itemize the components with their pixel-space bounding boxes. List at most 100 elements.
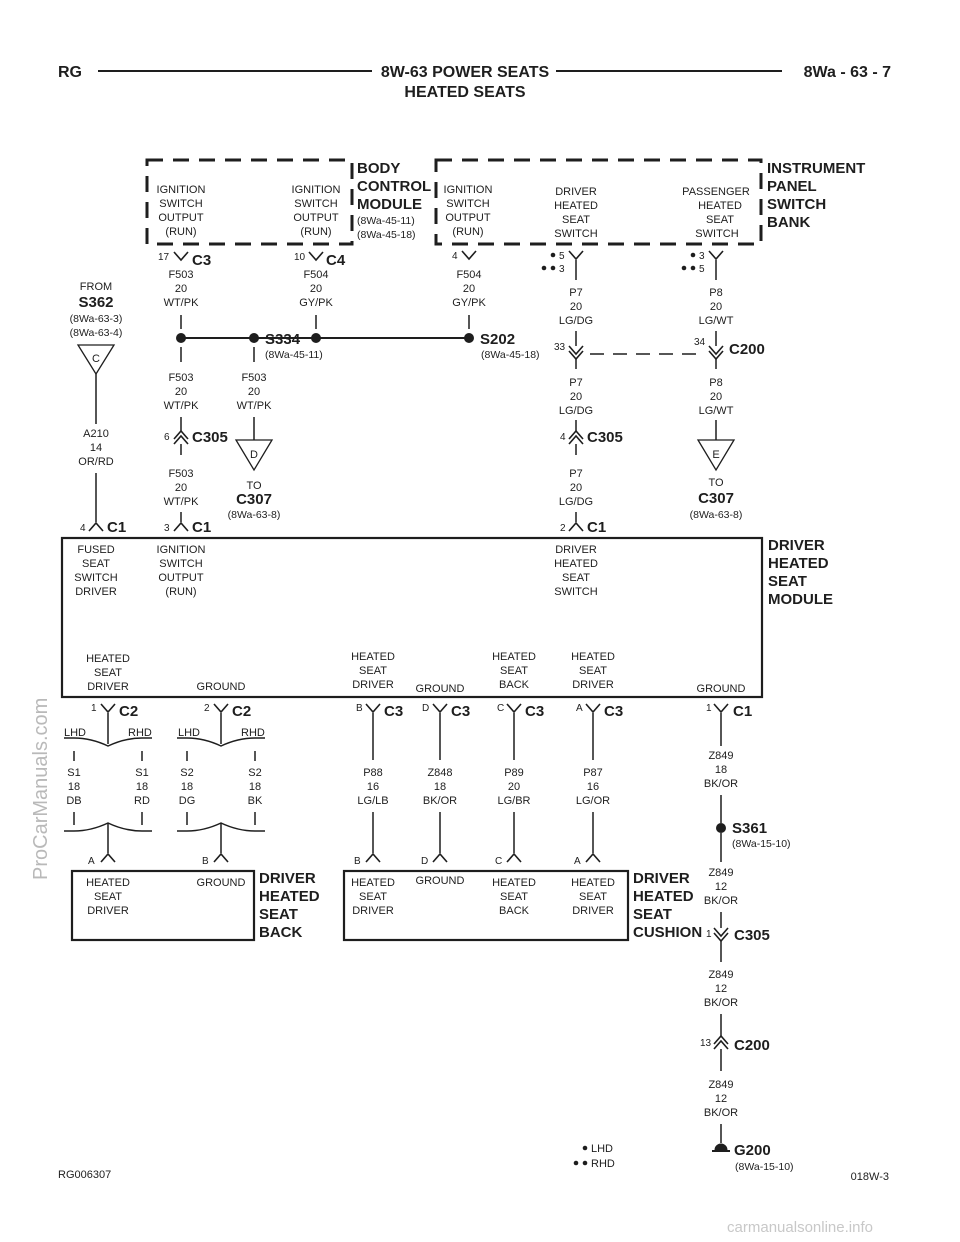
cushion-func-a-1: HEATED (571, 877, 615, 889)
ipsb-title-4: BANK (767, 214, 810, 231)
f503-top-color: WT/PK (164, 297, 199, 309)
dhsm-bot4-1: GROUND (416, 683, 465, 695)
to-c307-right-to: TO (708, 477, 724, 489)
c4-connector-mark (308, 251, 324, 262)
z848-color: BK/OR (423, 795, 457, 807)
p8-mid-gauge: 20 (710, 391, 722, 403)
c4-label: C4 (326, 252, 346, 269)
z849-c-color: BK/OR (704, 1107, 738, 1119)
c305-mid: 4 C305 (560, 429, 623, 446)
s362-ref-1: (8Wa-63-3) (70, 313, 123, 325)
bcm-ref-1: (8Wa-45-11) (357, 215, 415, 227)
ipsb-func2-3: SEAT (562, 214, 590, 226)
cushion-title-4: CUSHION (633, 924, 702, 941)
f503-low-color: WT/PK (164, 496, 199, 508)
back-func-a-2: SEAT (94, 891, 122, 903)
a210-gauge: 14 (90, 442, 102, 454)
ipsb-title-2: PANEL (767, 178, 817, 195)
p7-top-gauge: 20 (570, 301, 582, 313)
f504-bcm-gauge: 20 (310, 283, 322, 295)
s361-label: S361 (732, 820, 767, 837)
p87-gauge: 16 (587, 781, 599, 793)
to-c307-left-to: TO (246, 480, 262, 492)
footer-right-code: 018W-3 (851, 1171, 889, 1183)
z848-code: Z848 (427, 767, 452, 779)
c3a-label: C3 (604, 703, 623, 720)
instrument-panel-switch-bank: INSTRUMENT PANEL SWITCH BANK IGNITION SW… (434, 158, 865, 246)
f504-ipsb-code: F504 (456, 269, 481, 281)
c3-connector-mark (173, 251, 189, 262)
c2a-pin: 1 (91, 703, 97, 714)
back-func-a-1: HEATED (86, 877, 130, 889)
c1c-mark (568, 521, 584, 532)
c200-pin-34: 34 (694, 337, 706, 348)
c1a-mark (88, 521, 104, 532)
bcm-title-3: MODULE (357, 196, 422, 213)
p8-pin-rhd: 5 (699, 264, 705, 275)
f503-low-gauge: 20 (175, 482, 187, 494)
dhsm-box (60, 536, 764, 699)
p8-rhd-dot-2 (690, 265, 696, 271)
bottom-watermark: carmanualsonline.info (727, 1219, 873, 1236)
legend-lhd-dot (582, 1145, 588, 1151)
z849-a-color: BK/OR (704, 895, 738, 907)
lhd-rhd-legend: LHD RHD (573, 1143, 615, 1170)
c1-gnd-mark (713, 703, 729, 714)
f504-ipsb-color: GY/PK (452, 297, 486, 309)
ipsb-func2-1: DRIVER (555, 186, 597, 198)
z849-a-gauge: 12 (715, 881, 727, 893)
to-c307-right-ref: (8Wa-63-8) (690, 509, 743, 521)
c305-mid-mark (568, 429, 584, 445)
splice-dot-s334 (249, 333, 259, 343)
cushion-mark-c (506, 852, 522, 863)
s2-fork-top (177, 737, 265, 747)
dhsm-top2-3: OUTPUT (158, 572, 204, 584)
to-c307-left-ref: (8Wa-63-8) (228, 509, 281, 521)
p7-mid-color: LG/DG (559, 405, 593, 417)
back-title-2: HEATED (259, 888, 320, 905)
s1-branch: LHD RHD S1 18 DB S1 18 RD (64, 713, 152, 853)
c1b-label: C1 (192, 519, 211, 536)
z849-18-gauge: 18 (715, 764, 727, 776)
p89-color: LG/BR (497, 795, 530, 807)
c1c-pin: 2 (560, 523, 566, 534)
dhsm-bot1-2: SEAT (94, 667, 122, 679)
ipsb-dashed-box (434, 158, 763, 246)
c305-mid-label: C305 (587, 429, 623, 446)
cushion-title-2: HEATED (633, 888, 694, 905)
a210-color: OR/RD (78, 456, 114, 468)
f503-mid-code: F503 (168, 372, 193, 384)
p87-code: P87 (583, 767, 603, 779)
dhsm-top2-4: (RUN) (165, 586, 196, 598)
dhsm-top2-2: SWITCH (159, 558, 202, 570)
bcm-left-func-3: OUTPUT (158, 212, 204, 224)
c1a-pin: 4 (80, 523, 86, 534)
bcm-right-func-1: IGNITION (292, 184, 341, 196)
header-page-number: 8Wa - 63 - 7 (804, 64, 892, 81)
p89-code: P89 (504, 767, 524, 779)
c2a-mark (100, 703, 116, 714)
cushion-pin-d: D (421, 856, 428, 867)
dhsm-bot5-3: BACK (499, 679, 530, 691)
c200-low-pin: 13 (700, 1038, 712, 1049)
ipsb-func3-1: PASSENGER (682, 186, 750, 198)
ipsb-func3-2: HEATED (698, 200, 742, 212)
dhsm-title-3: SEAT (768, 573, 807, 590)
c305-left-label: C305 (192, 429, 228, 446)
back-mark-b (213, 852, 229, 863)
dhsm-top3-4: SWITCH (554, 586, 597, 598)
dhsm-title-4: MODULE (768, 591, 833, 608)
p7-top-color: LG/DG (559, 315, 593, 327)
p7-mid-gauge: 20 (570, 391, 582, 403)
dhsm-top2-1: IGNITION (157, 544, 206, 556)
bcm-left-func-4: (RUN) (165, 226, 196, 238)
g200-label: G200 (734, 1142, 771, 1159)
back-title-4: BACK (259, 924, 302, 941)
to-c307-left: D TO C307 (8Wa-63-8) (228, 439, 281, 521)
cushion-title-3: SEAT (633, 906, 672, 923)
back-mark-a (100, 852, 116, 863)
c3d-label: C3 (451, 703, 470, 720)
ipsb-func3-3: SEAT (706, 214, 734, 226)
triangle-c (76, 344, 116, 376)
bcm-right-func-2: SWITCH (294, 198, 337, 210)
